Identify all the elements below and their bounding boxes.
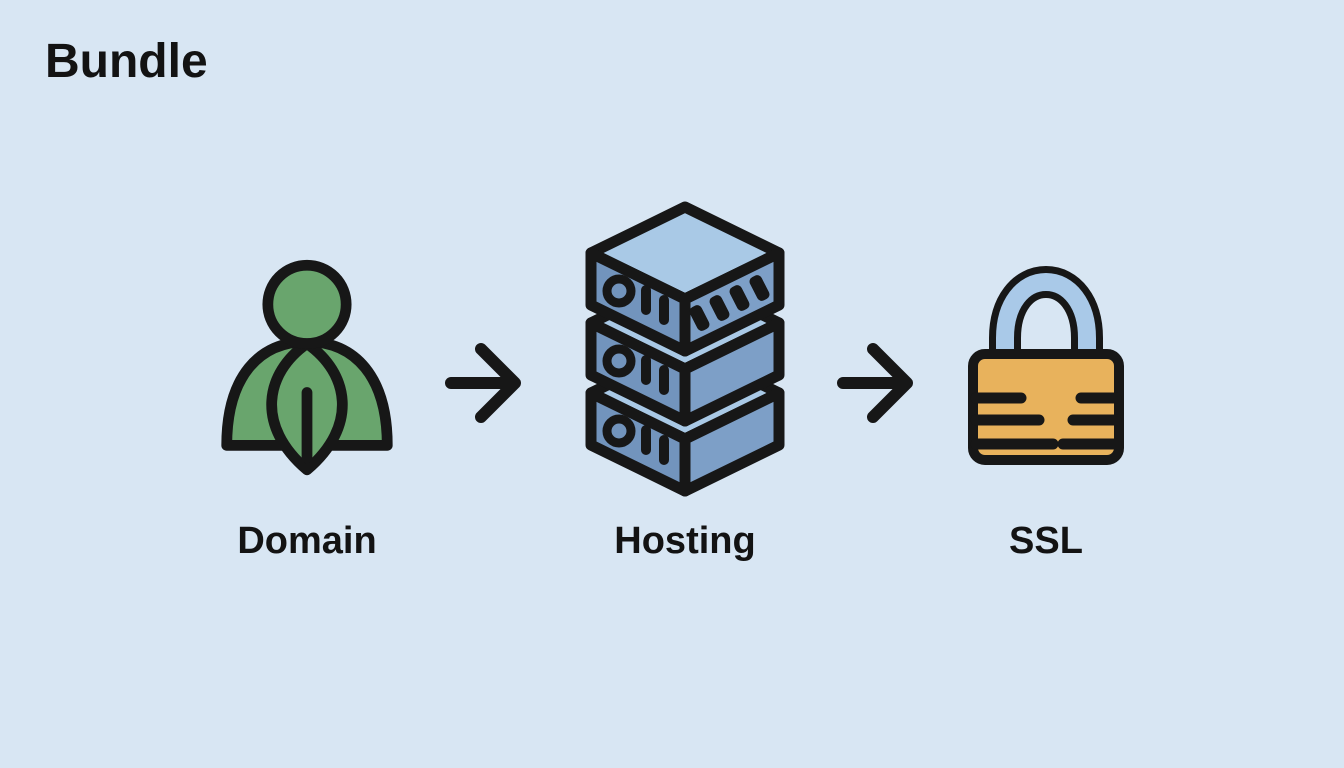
server-power-ring <box>602 414 636 448</box>
server-box-top <box>585 201 785 357</box>
arrow-right-glyph <box>837 343 913 423</box>
lock-keyway-lines <box>970 392 1122 450</box>
server-slot <box>659 435 669 465</box>
lock-shackle <box>996 272 1096 398</box>
user-leaf-icon <box>214 256 400 482</box>
step-label-ssl: SSL <box>1009 520 1083 562</box>
server-slot <box>659 295 669 325</box>
page-title: Bundle <box>45 35 208 88</box>
server-slot <box>641 425 651 455</box>
server-stack-icon <box>579 197 791 497</box>
server-vent <box>729 285 750 311</box>
step-label-domain: Domain <box>237 520 377 562</box>
step-domain: Domain <box>207 256 407 560</box>
server-vent <box>689 305 710 331</box>
lock-icon <box>963 258 1129 474</box>
step-label-hosting: Hosting <box>614 520 756 562</box>
arrow-right-icon <box>835 338 921 428</box>
arrow-right-icon <box>443 338 529 428</box>
server-right-face <box>679 317 785 427</box>
step-hosting: Hosting <box>579 197 791 560</box>
server-power-ring <box>602 344 636 378</box>
person-head <box>262 259 352 349</box>
lock-body <box>968 349 1124 465</box>
server-right-face <box>679 387 785 497</box>
server-slot <box>641 355 651 385</box>
server-vent <box>749 275 770 301</box>
server-power-ring <box>602 274 636 308</box>
arrow-right-glyph <box>445 343 521 423</box>
step-ssl: SSL <box>963 258 1129 560</box>
server-slot <box>659 365 669 395</box>
server-slot <box>641 285 651 315</box>
server-vent <box>709 295 730 321</box>
